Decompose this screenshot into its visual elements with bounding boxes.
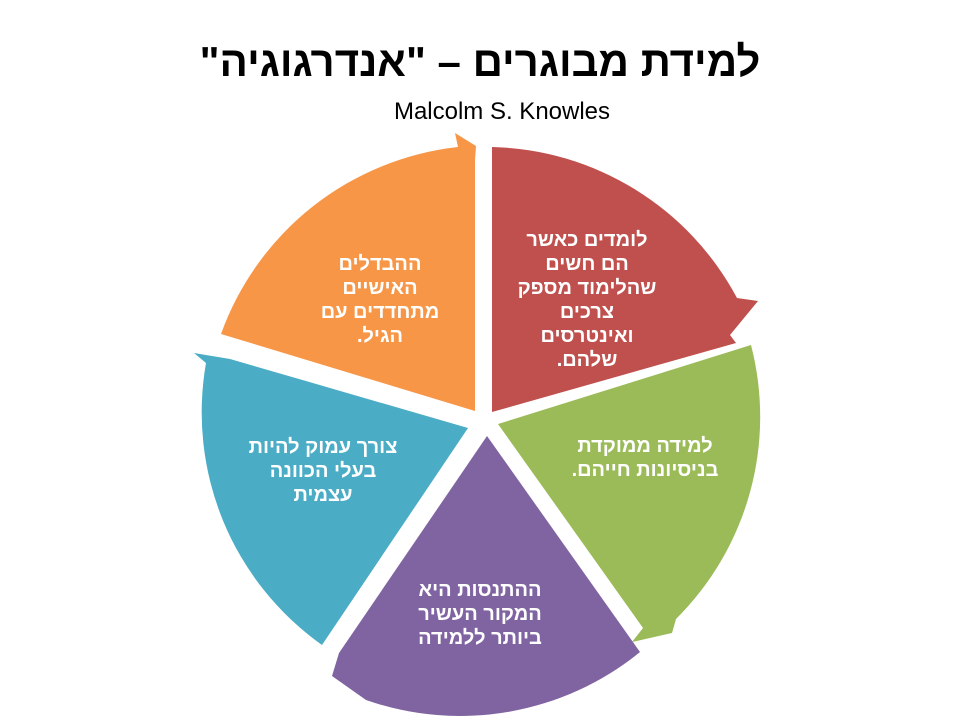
author-subtitle: Malcolm S. Knowles	[393, 98, 611, 125]
segment-green	[498, 345, 761, 642]
segment-orange-text: ההבדלים האישיים מתחדדים עם הגיל.	[320, 253, 440, 347]
segment-green-text: למידה ממוקדת בניסיונות חייהם.	[571, 435, 719, 481]
segment-purple	[332, 436, 640, 716]
page-title: למידת מבוגרים – "אנדרגוגיה"	[199, 38, 761, 85]
segment-red	[492, 147, 758, 412]
segment-blue	[194, 353, 468, 645]
segment-orange	[221, 133, 476, 411]
segment-blue-text: צורך עמוק להיות בעלי הכוונה עצמית	[248, 436, 398, 506]
segment-red-text: לומדים כאשר הם חשים שהלימוד מספק צרכים ו…	[517, 229, 657, 371]
segment-purple-text: ההתנסות היא המקור העשיר ביותר ללמידה	[418, 579, 542, 649]
